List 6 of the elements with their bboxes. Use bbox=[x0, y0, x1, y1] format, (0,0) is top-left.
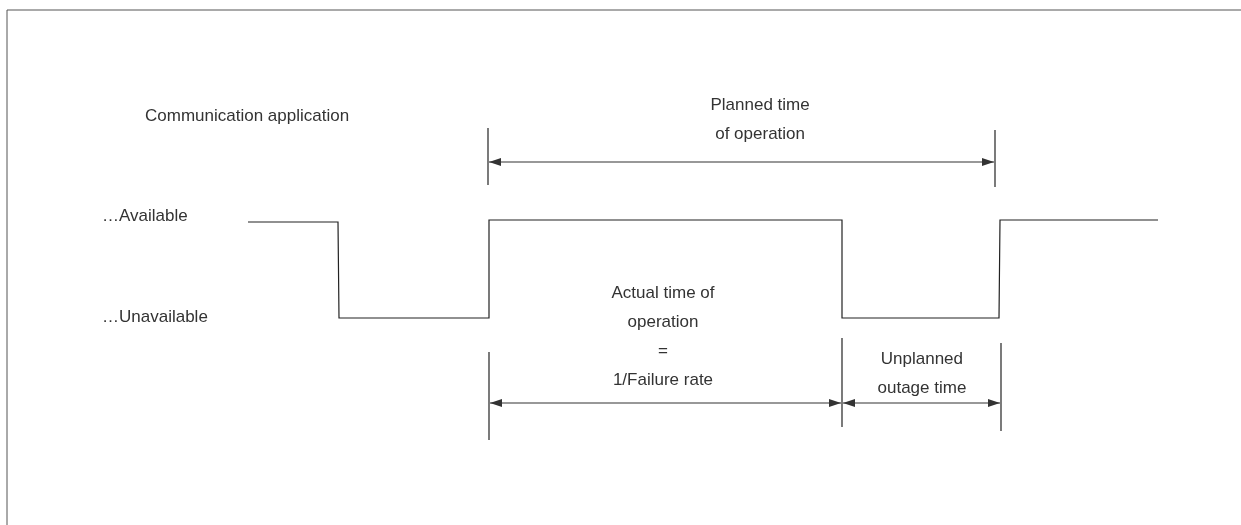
state-label: …Unavailable bbox=[102, 306, 208, 328]
dimension-label: Planned time of operation bbox=[710, 94, 810, 145]
dimension-label: Unplanned outage time bbox=[877, 348, 967, 399]
dimension-label: Actual time of operation = 1/Failure rate bbox=[611, 282, 715, 391]
state-label: …Available bbox=[102, 205, 188, 227]
diagram-heading: Communication application bbox=[145, 105, 350, 127]
